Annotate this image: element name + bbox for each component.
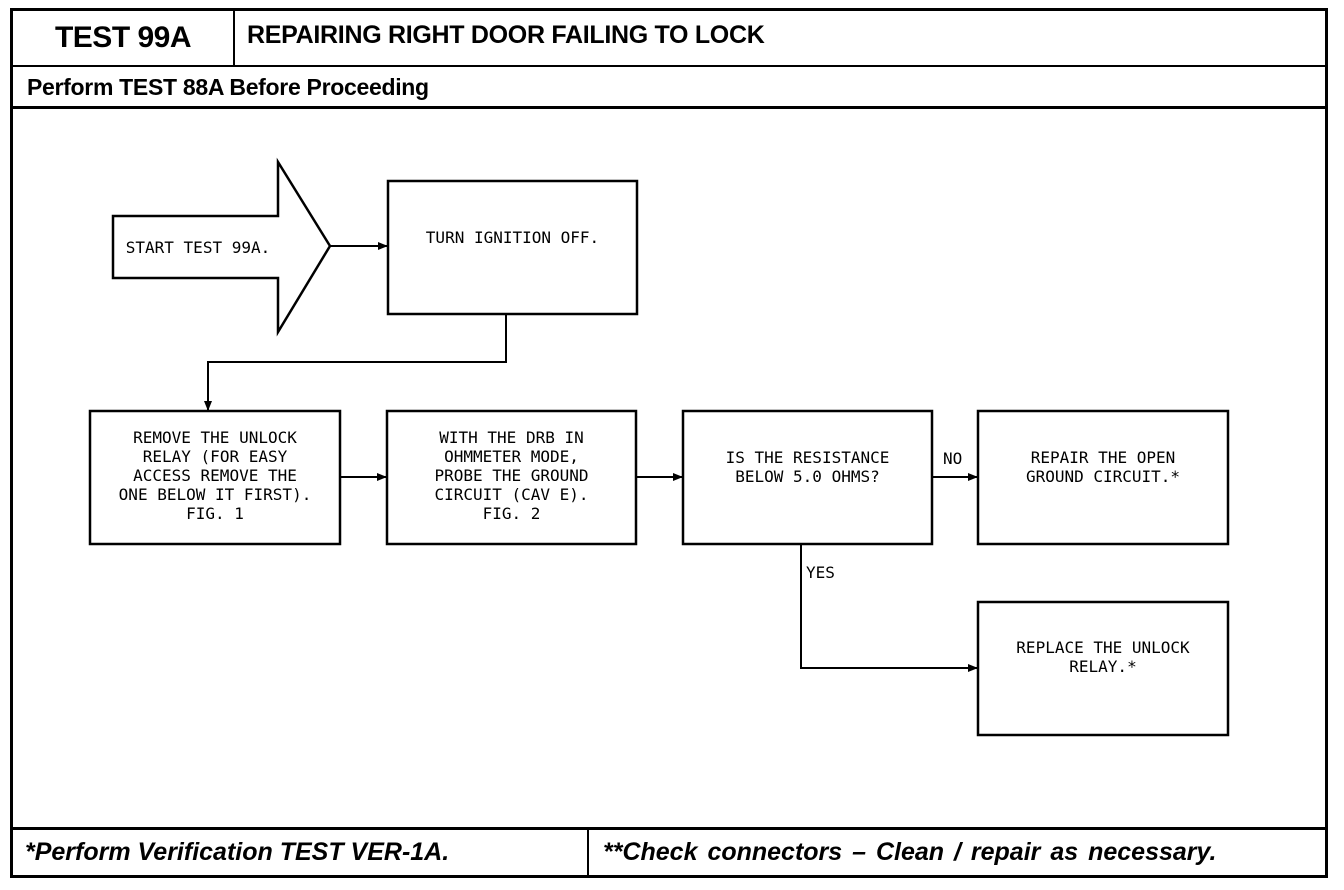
start-label: START TEST 99A. bbox=[125, 237, 271, 257]
connector-decision-yes bbox=[800, 544, 978, 672]
ignition-label: TURN IGNITION OFF. bbox=[425, 228, 600, 247]
test-procedure-frame: TEST 99A REPAIRING RIGHT DOOR FAILING TO… bbox=[10, 8, 1328, 878]
yes-branch-label: YES bbox=[806, 563, 835, 582]
probe-box bbox=[385, 409, 638, 546]
remove-relay-box bbox=[88, 409, 342, 546]
repair-ground-label: REPAIR THE OPEN GROUND CIRCUIT.* bbox=[1025, 448, 1181, 486]
prerequisite-note: Perform TEST 88A Before Proceeding bbox=[27, 74, 429, 100]
replace-relay-label: REPLACE THE UNLOCK RELAY.* bbox=[1016, 638, 1190, 676]
connector-ignition-to-remove bbox=[204, 314, 507, 411]
decision-label: IS THE RESISTANCE BELOW 5.0 OHMS? bbox=[725, 448, 890, 486]
header-row: TEST 99A REPAIRING RIGHT DOOR FAILING TO… bbox=[13, 11, 1325, 67]
probe-label: WITH THE DRB IN OHMMETER MODE, PROBE THE… bbox=[434, 428, 589, 523]
ignition-box bbox=[386, 179, 639, 316]
decision-box bbox=[681, 409, 934, 546]
repair-ground-box bbox=[976, 409, 1230, 546]
prerequisite-row: Perform TEST 88A Before Proceeding bbox=[13, 67, 1325, 109]
replace-relay-box bbox=[976, 600, 1230, 737]
test-id: TEST 99A bbox=[13, 11, 235, 65]
footer-row: *Perform Verification TEST VER-1A. **Che… bbox=[13, 827, 1325, 875]
remove-relay-label: REMOVE THE UNLOCK RELAY (FOR EASY ACCESS… bbox=[118, 428, 312, 523]
connector-note: **Check connectors – Clean / repair as n… bbox=[603, 838, 1217, 866]
verification-note: *Perform Verification TEST VER-1A. bbox=[13, 830, 589, 875]
test-title: REPAIRING RIGHT DOOR FAILING TO LOCK bbox=[247, 21, 765, 49]
start-arrow-shape bbox=[111, 157, 332, 337]
no-branch-label: NO bbox=[943, 449, 963, 468]
